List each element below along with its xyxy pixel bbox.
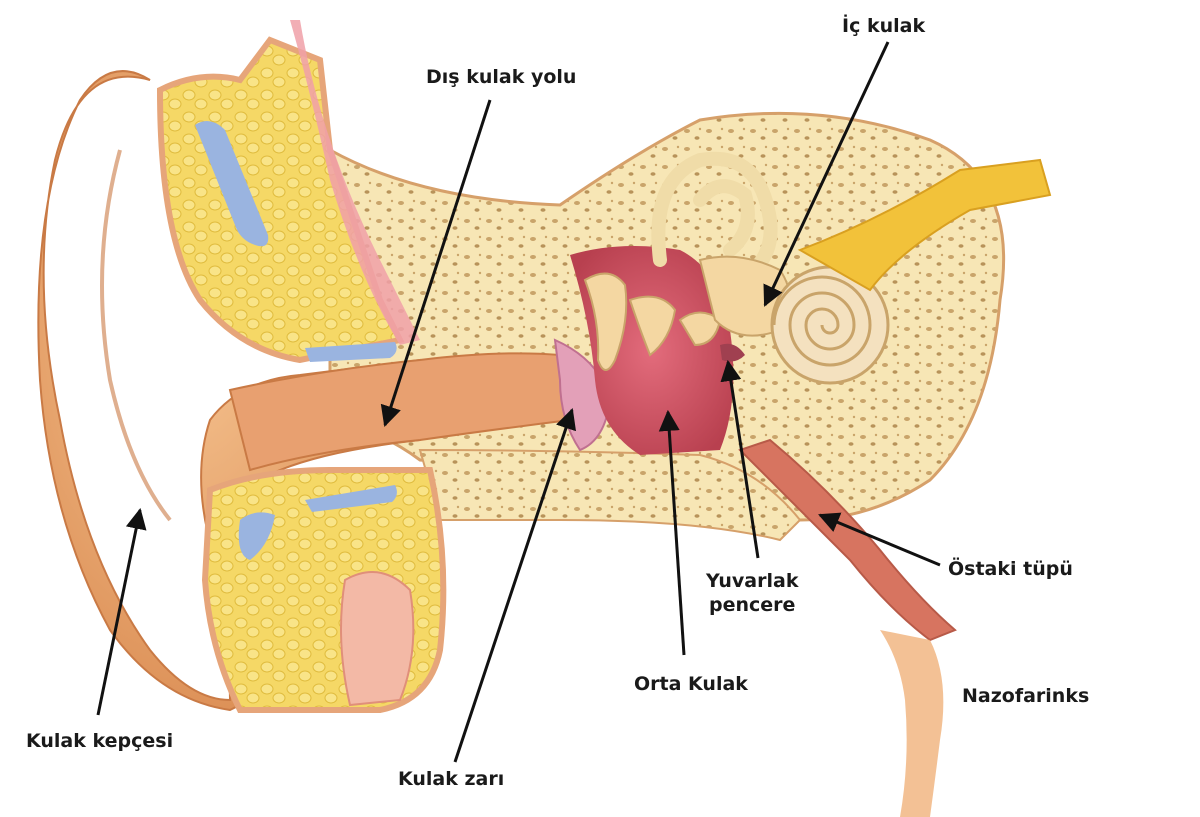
- label-yuvarlak-pencere-line2: pencere: [709, 593, 796, 616]
- arrow-yuvarlak-pencere: [720, 359, 760, 559]
- arrow-dis-kulak-yolu: [380, 99, 492, 427]
- arrow-ic-kulak: [763, 41, 890, 307]
- ossicle-incus: [628, 295, 677, 357]
- arrow-kulak-zari: [453, 408, 577, 763]
- semicircular-canals: [651, 151, 778, 287]
- auricle-fold: [100, 149, 172, 522]
- label-dis-kulak-yolu: Dış kulak yolu: [426, 66, 577, 88]
- round-window: [720, 343, 745, 362]
- label-yuvarlak-pencere-line1: Yuvarlak: [706, 570, 799, 592]
- label-kulak-zari: Kulak zarı: [398, 768, 505, 790]
- upper-cartilage-strip: [305, 342, 397, 362]
- arrow-orta-kulak: [658, 409, 686, 656]
- arrow-kulak-kepcesi: [96, 507, 147, 716]
- parotid-gland: [340, 571, 415, 707]
- lower-cartilage: [238, 512, 275, 560]
- skin-layer: [290, 20, 420, 345]
- lower-bone: [418, 448, 802, 542]
- label-nazofarinks: Nazofarinks: [962, 685, 1090, 707]
- nasopharynx-wall: [880, 630, 944, 817]
- label-orta-kulak: Orta Kulak: [634, 673, 748, 695]
- label-ostaki-tupu: Östaki tüpü: [948, 558, 1073, 580]
- upper-cartilage: [195, 121, 269, 247]
- ossicle-malleus: [583, 272, 628, 371]
- label-yuvarlak-pencere: Yuvarlak pencere: [706, 570, 798, 618]
- eustachian-tube: [738, 438, 957, 642]
- lower-cartilage-strip: [305, 485, 397, 512]
- arrow-ostaki-tupu: [818, 512, 941, 567]
- upper-tissue: [156, 36, 405, 364]
- label-ic-kulak: İç kulak: [842, 15, 926, 37]
- auditory-nerve: [797, 158, 1052, 292]
- label-kulak-kepcesi: Kulak kepçesi: [26, 730, 174, 752]
